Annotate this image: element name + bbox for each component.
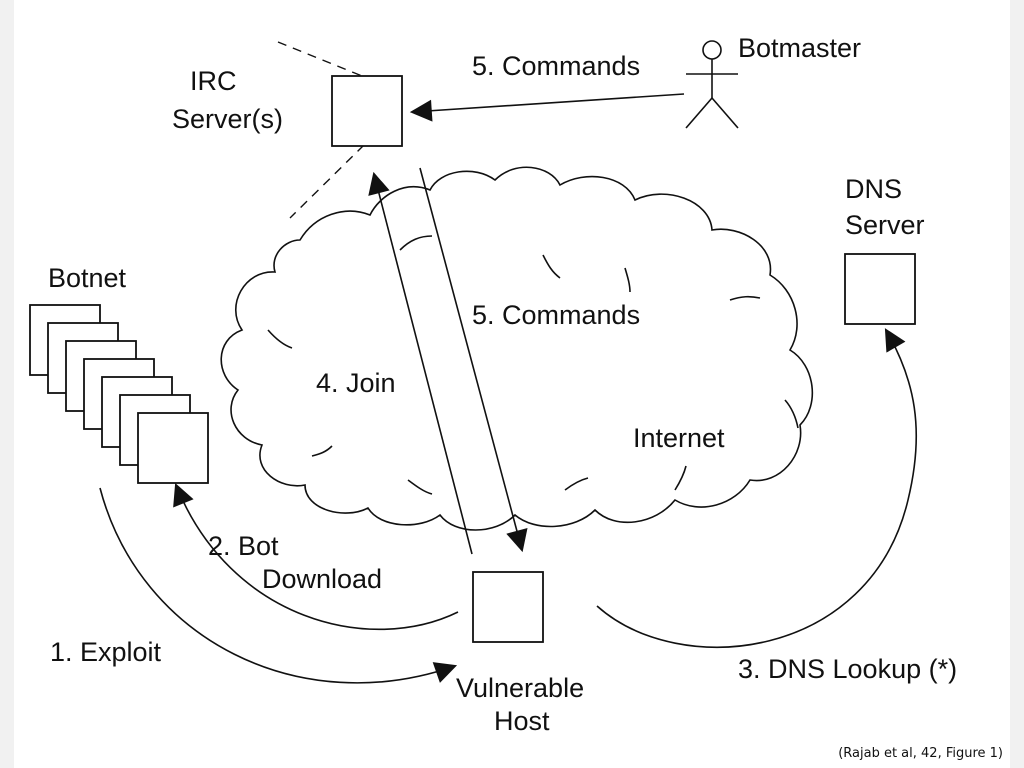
- cloud-tick: [267, 329, 293, 349]
- cloud-tick: [407, 479, 433, 495]
- exploit-label: 1. Exploit: [50, 637, 162, 667]
- irc-dash-lower: [289, 144, 365, 219]
- irc-dash-upper: [277, 41, 373, 81]
- cloud-tick: [784, 399, 799, 429]
- cloud-tick: [624, 267, 631, 293]
- join-arrow: [368, 171, 473, 555]
- irc-label-line2: Server(s): [172, 104, 283, 134]
- dns-lookup-label: 3. DNS Lookup (*): [738, 654, 957, 684]
- bot-download-label-line1: 2. Bot: [208, 531, 279, 561]
- cloud-tick: [311, 445, 333, 457]
- cloud-tick: [729, 295, 761, 301]
- cloud-tick: [674, 465, 687, 491]
- bot-download-arrow: [173, 482, 459, 631]
- botmaster-label: Botmaster: [738, 33, 861, 63]
- cloud-tick: [542, 254, 561, 279]
- commands-label-mid: 5. Commands: [472, 300, 640, 330]
- commands-arrow-mid: [419, 167, 528, 553]
- slide-frame-right: [1010, 0, 1024, 768]
- join-label: 4. Join: [316, 368, 396, 398]
- dns-label-line2: Server: [845, 210, 925, 240]
- vulnerable-host-label-line1: Vulnerable: [456, 673, 584, 703]
- cloud-tick: [564, 477, 589, 491]
- dns-lookup-arrow: [596, 328, 918, 649]
- commands-arrow-top: [409, 93, 685, 122]
- bot-download-label-line2: Download: [262, 564, 382, 594]
- botnet-label: Botnet: [48, 263, 127, 293]
- irc-label-line1: IRC: [190, 66, 237, 96]
- slide-frame-left: [0, 0, 14, 768]
- vulnerable-host-box: [472, 571, 544, 643]
- dns-label-line1: DNS: [845, 174, 902, 204]
- dns-server-box: [844, 253, 916, 325]
- botmaster-figure: [685, 40, 739, 129]
- irc-server-box: [331, 75, 403, 147]
- commands-label-top: 5. Commands: [472, 51, 640, 81]
- botnet-stack: [29, 304, 209, 484]
- cloud-tick: [399, 235, 433, 251]
- internet-label: Internet: [633, 423, 725, 453]
- exploit-arrow: [99, 487, 458, 684]
- internet-cloud: [220, 166, 814, 531]
- figure-caption: (Rajab et al, 42, Figure 1): [838, 746, 1003, 761]
- vulnerable-host-label-line2: Host: [494, 706, 550, 736]
